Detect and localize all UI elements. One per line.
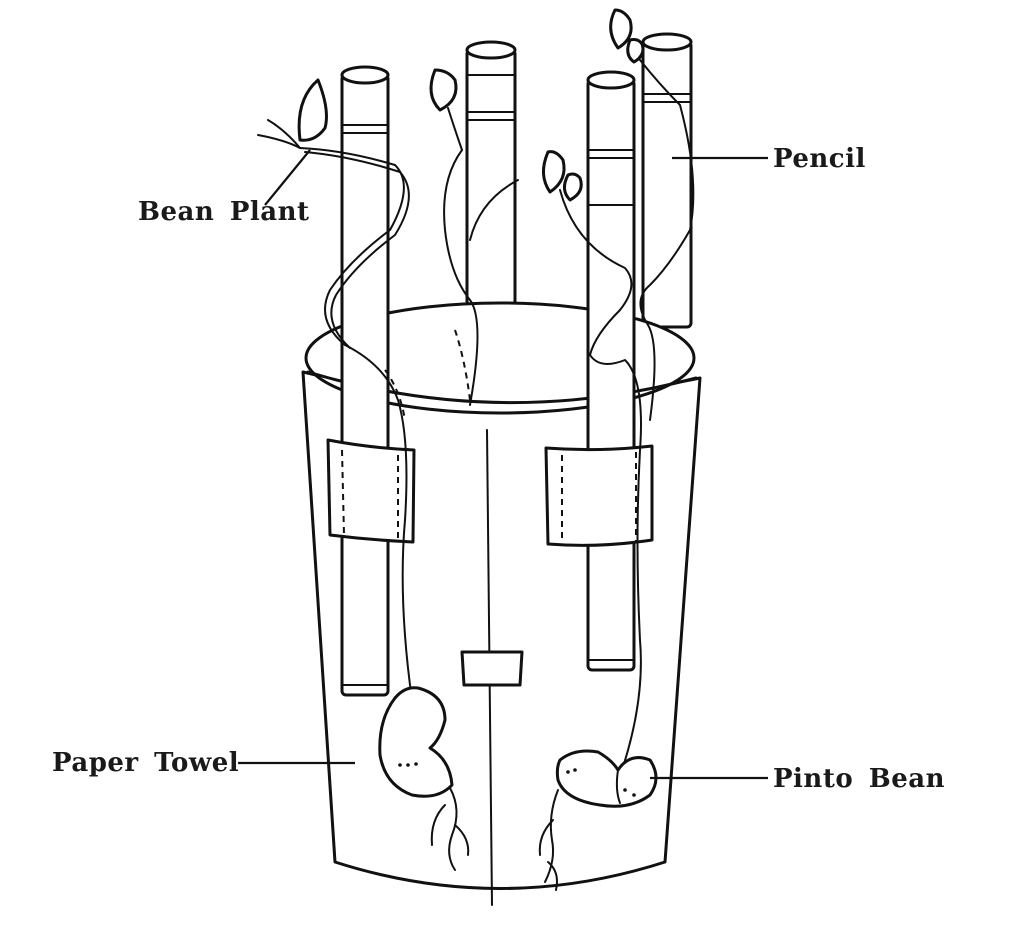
leader-bean-plant [264, 149, 311, 206]
bean-plant-vines [257, 8, 695, 771]
tape-right [544, 444, 654, 547]
tape-left [326, 438, 416, 544]
pencil-back-center [465, 40, 517, 307]
label-pinto-bean: Pinto Bean [773, 764, 945, 794]
bean-right [538, 749, 658, 891]
label-pencil: Pencil [773, 144, 866, 174]
bean-left [378, 686, 470, 871]
label-paper-towel: Paper Towel [52, 748, 239, 778]
pencil-front-right [586, 70, 636, 672]
label-bean-plant: Bean Plant [138, 197, 310, 227]
pencil-back-right [641, 32, 693, 329]
